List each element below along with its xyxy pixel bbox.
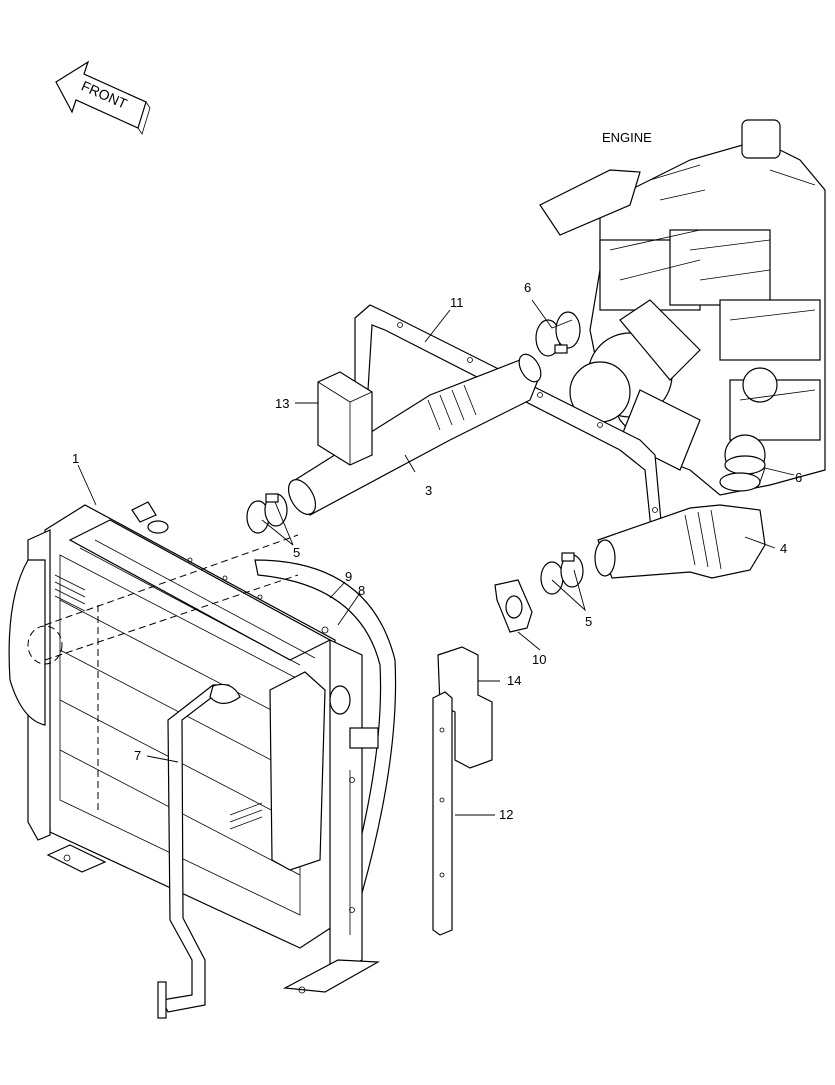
callout-12: 12 xyxy=(499,807,513,822)
callout-11: 11 xyxy=(450,295,464,310)
part-5-clamps-upper xyxy=(246,493,288,534)
callout-5-upper: 5 xyxy=(293,545,300,560)
engine-assembly xyxy=(539,119,826,496)
callout-7: 7 xyxy=(134,748,141,763)
part-13-pad xyxy=(317,371,373,466)
part-10-gasket xyxy=(494,579,533,633)
callout-10: 10 xyxy=(532,652,546,667)
callout-5-lower: 5 xyxy=(585,614,592,629)
part-11-bracket xyxy=(354,304,666,569)
callout-6-lower: 6 xyxy=(795,470,802,485)
callout-8: 8 xyxy=(358,583,365,598)
part-6-clamps-lower xyxy=(719,455,766,492)
leader-lines xyxy=(77,299,795,816)
callout-1: 1 xyxy=(72,451,79,466)
callout-6-upper: 6 xyxy=(524,280,531,295)
callout-3: 3 xyxy=(425,483,432,498)
part-5-clamps-lower xyxy=(540,552,584,595)
callout-14: 14 xyxy=(507,673,521,688)
part-6-clamps-upper xyxy=(535,311,581,357)
front-direction-arrow: FRONT xyxy=(55,60,151,135)
part-4-lower-hose xyxy=(594,504,766,579)
part-3-upper-hose xyxy=(287,353,542,516)
part-12-side-panel xyxy=(432,691,453,936)
callout-4: 4 xyxy=(780,541,787,556)
callout-13: 13 xyxy=(275,396,289,411)
callout-9: 9 xyxy=(345,569,352,584)
callouts: 1 3 4 5 5 6 6 7 8 9 10 11 12 13 14 xyxy=(72,280,802,822)
part-1-radiator xyxy=(8,501,397,994)
part-7-pipe xyxy=(157,683,241,1019)
engine-label: ENGINE xyxy=(602,130,652,145)
